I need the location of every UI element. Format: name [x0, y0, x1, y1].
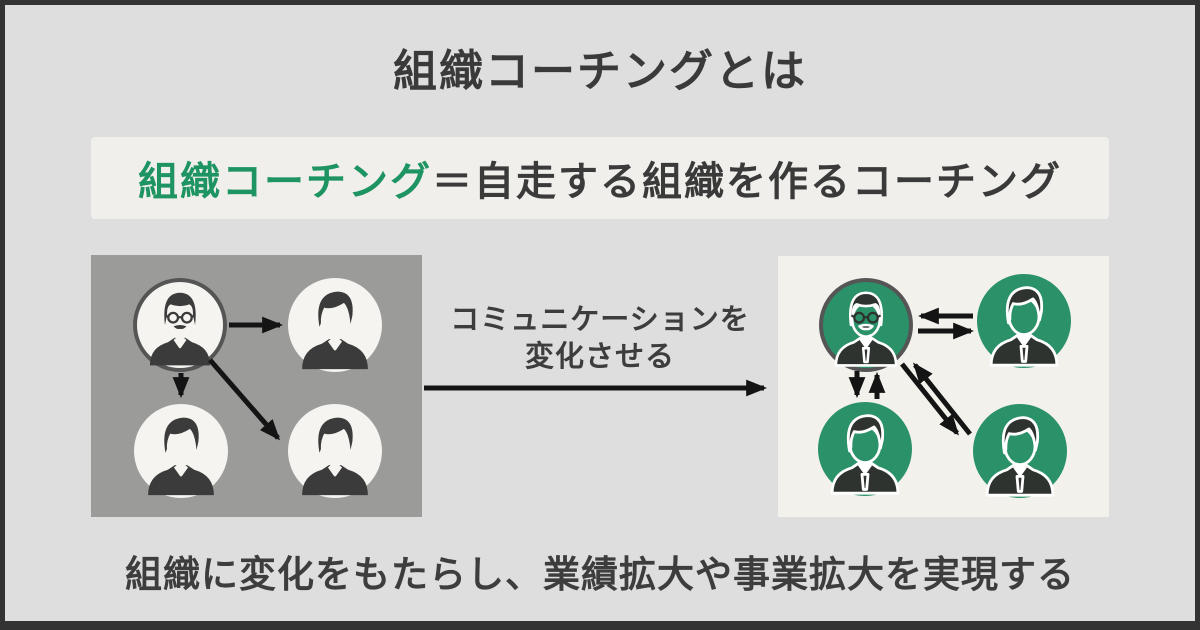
- before-manager-avatar: [133, 278, 227, 372]
- definition-rest: ＝自走する組織を作るコーチング: [432, 160, 1062, 204]
- transition-label-line1: コミュニケーションを: [450, 304, 750, 336]
- footer-summary: 組織に変化をもたらし、業績拡大や事業拡大を実現する: [125, 554, 1075, 595]
- transition-label-line2: 変化させる: [524, 341, 675, 373]
- boss-avatar-icon: [834, 291, 898, 367]
- boss-avatar-icon: [149, 292, 211, 366]
- member-avatar-icon: [989, 286, 1059, 367]
- transition-label: コミュニケーションを 変化させる: [430, 302, 770, 376]
- definition-banner: 組織コーチング＝自走する組織を作るコーチング: [91, 137, 1109, 219]
- definition-highlight: 組織コーチング: [138, 160, 432, 204]
- before-member-avatar: [134, 404, 228, 498]
- page-title: 組織コーチングとは: [393, 47, 807, 96]
- member-avatar-icon: [830, 414, 900, 495]
- member-avatar-icon: [148, 417, 214, 496]
- member-avatar-icon: [302, 291, 368, 370]
- before-member-avatar: [288, 278, 382, 372]
- after-member-avatar: [973, 404, 1067, 498]
- before-member-avatar: [288, 404, 382, 498]
- after-member-avatar: [818, 402, 912, 496]
- member-avatar-icon: [985, 416, 1055, 497]
- member-avatar-icon: [302, 417, 368, 496]
- after-member-avatar: [977, 274, 1071, 368]
- after-manager-avatar: [819, 278, 913, 372]
